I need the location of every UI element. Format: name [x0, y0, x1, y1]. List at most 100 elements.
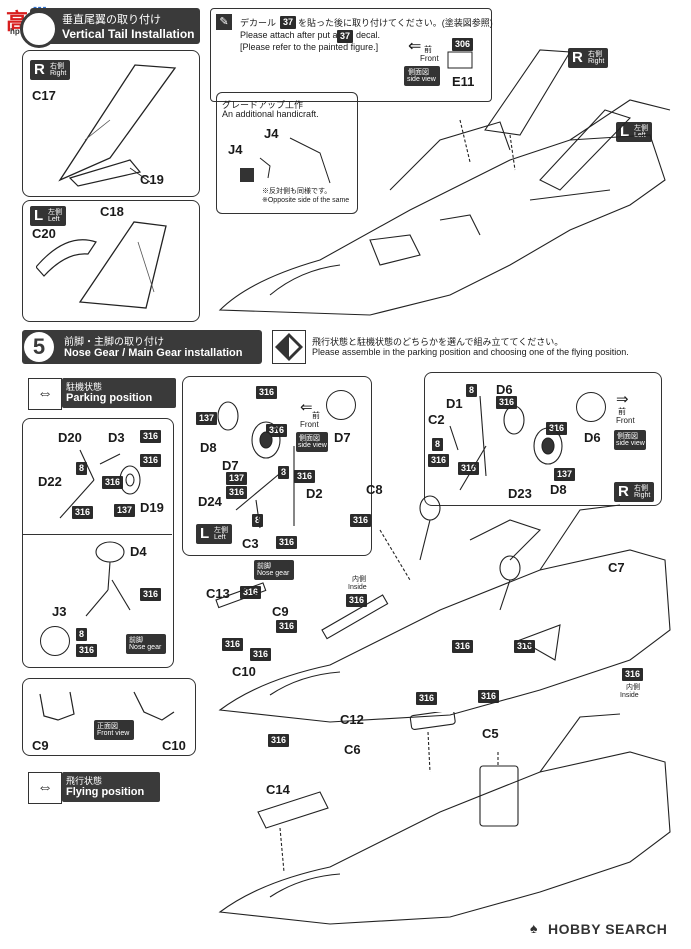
color-code: 8 [76, 462, 88, 475]
divider [22, 534, 172, 535]
mid-gear-drawing [217, 401, 295, 529]
color-code: 8 [466, 384, 478, 397]
flying-jp: 飛行状態 [66, 776, 103, 786]
side-badge-right: R 右側 Right [30, 60, 70, 80]
side-badge-en: Left [214, 534, 226, 541]
part-label: C12 [340, 712, 364, 727]
part-label: D4 [130, 544, 147, 559]
choice-icon [272, 330, 306, 364]
part-label: C7 [608, 560, 625, 575]
handicraft-jp: グレードアップ工作 [222, 100, 304, 110]
part-label: C10 [162, 738, 186, 753]
part-label: D6 [496, 382, 513, 397]
color-code: 8 [278, 466, 290, 479]
part-label: D22 [38, 474, 62, 489]
nose-gear-en: Nose gear [129, 644, 162, 651]
decal-note-box [210, 8, 492, 102]
side-badge-letter: L [200, 525, 210, 542]
color-code: 316 [346, 594, 368, 607]
part-label: D2 [306, 486, 323, 501]
inside-jp: 内側 [352, 576, 366, 583]
decal-note-jp2: を貼った後に取り付けてください。(塗装図参照) [298, 18, 493, 28]
color-code: 137 [226, 472, 248, 485]
step5-number: 5 [32, 334, 46, 359]
color-code: 316 [350, 514, 372, 527]
part-label: C9 [32, 738, 49, 753]
color-code: 316 [514, 640, 536, 653]
side-badge-right: R 右側 Right [568, 48, 608, 68]
side-view-badge: 側面図 side view [404, 66, 440, 86]
wheel-side-view [326, 390, 356, 420]
flying-header: ⇔ 飛行状態 Flying position [28, 772, 160, 804]
nose-gear-en: Nose gear [257, 570, 290, 577]
side-badge-left: L 左側 Left [30, 206, 66, 226]
side-view-badge: 側面図 side view [296, 432, 328, 452]
front-view-en: Front view [97, 730, 130, 737]
brand-logo-icon: ♠ [530, 920, 538, 936]
inside-jp: 内側 [626, 684, 640, 691]
color-code: 316 [428, 454, 450, 467]
step4-title-jp: 垂直尾翼の取り付け [62, 14, 161, 26]
decal-note-en3: [Please refer to the painted figure.] [240, 42, 379, 52]
side-badge-jp: 右側 [50, 63, 64, 70]
part-label: D8 [550, 482, 567, 497]
parking-label-box: 駐機状態 Parking position [62, 378, 176, 408]
front-label-en: Front [420, 54, 439, 63]
part-label: D23 [508, 486, 532, 501]
part-label: C14 [266, 782, 290, 797]
decal-note-en1: Please attach after put a [240, 30, 338, 40]
nose-gear-jp: 前脚 [257, 563, 271, 570]
flying-label-box: 飛行状態 Flying position [62, 772, 160, 802]
left-tail-drawing [36, 221, 167, 309]
front-label-jp: 前 [312, 411, 320, 420]
color-code: 316 [72, 506, 94, 519]
color-code: 316 [622, 668, 644, 681]
side-badge-en: Left [48, 216, 60, 223]
flying-icon: ⇔ [28, 772, 62, 804]
brand-name: HOBBY SEARCH [548, 921, 668, 937]
decal-note-jp1: デカール [240, 18, 277, 28]
footer-brand: ♠ HOBBY SEARCH [530, 918, 688, 942]
step5-title-jp: 前脚・主脚の取り付け [64, 337, 164, 348]
front-view-badge: 正面図 Front view [94, 720, 134, 740]
part-label: C3 [242, 536, 259, 551]
part-label: C8 [366, 482, 383, 497]
part-label: D7 [222, 458, 239, 473]
opposite-jp: ※反対側も同様です。 [262, 188, 332, 195]
aircraft-flying-drawing [218, 712, 671, 925]
color-code: 137 [554, 468, 576, 481]
part-label: D19 [140, 500, 164, 515]
part-label: D7 [334, 430, 351, 445]
color-code: 316 [140, 430, 162, 443]
side-view-jp: 側面図 [617, 433, 638, 440]
step4-number-circle [20, 10, 58, 48]
decal-number-306: 306 [452, 38, 474, 51]
side-badge-left: L 左側 Left [196, 524, 232, 544]
side-badge-letter: R [618, 483, 629, 500]
side-badge-jp: 右側 [634, 485, 648, 492]
brush-icon: ✎ [216, 14, 232, 30]
step4-header: 垂直尾翼の取り付け Vertical Tail Installation [20, 8, 200, 48]
flying-en: Flying position [66, 786, 145, 798]
color-code: 316 [140, 588, 162, 601]
wheel-side-view [576, 392, 606, 422]
side-badge-jp: 左側 [634, 125, 648, 132]
color-code: 316 [294, 470, 316, 483]
part-label: C17 [32, 88, 56, 103]
color-code: 137 [114, 504, 136, 517]
decal-number: 37 [280, 16, 297, 29]
right-gear-drawing [449, 395, 563, 491]
front-label-en: Front [300, 420, 319, 429]
panel-left-tail [22, 200, 200, 322]
side-badge-en: Right [588, 58, 605, 65]
arrow-left-icon: ⇐ [408, 38, 422, 55]
part-label: D6 [584, 430, 601, 445]
aircraft-top-drawing [218, 49, 671, 316]
arrow-right-icon: ⇒ [616, 391, 629, 408]
side-view-en: side view [616, 440, 645, 447]
panel-right-tail [22, 50, 200, 197]
decal-number: 37 [337, 30, 354, 43]
part-label: J4 [228, 142, 243, 157]
color-code: 316 [416, 692, 438, 705]
part-label: C9 [272, 604, 289, 619]
